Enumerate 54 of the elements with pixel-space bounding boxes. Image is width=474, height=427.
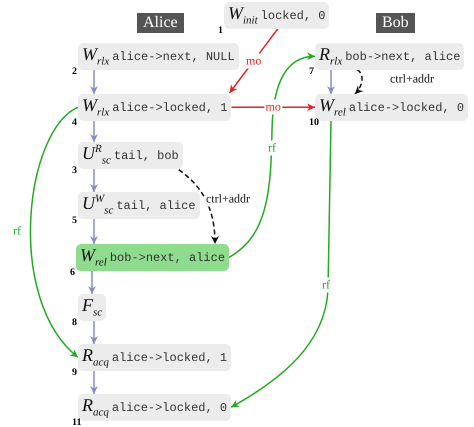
event-arguments: tail, bob bbox=[114, 149, 179, 163]
event-arguments: alice->next, NULL bbox=[112, 50, 235, 64]
event-label: F$_{sc}$ bbox=[82, 295, 102, 319]
event-arguments: bob->next, alice bbox=[110, 251, 226, 265]
arrow bbox=[228, 28, 279, 94]
thread-name: Bob bbox=[382, 14, 409, 32]
edge-label: rf bbox=[321, 278, 331, 292]
arrow bbox=[231, 103, 315, 112]
event-number: 1 bbox=[218, 24, 223, 36]
event-label: R$_{acq}$ bbox=[82, 345, 109, 369]
arrow bbox=[230, 120, 332, 408]
thread-name: Alice bbox=[143, 14, 178, 32]
event-arguments: tail, alice bbox=[116, 199, 196, 213]
arrow bbox=[90, 320, 98, 344]
event-number: 2 bbox=[72, 66, 77, 77]
thread-header bbox=[376, 13, 415, 33]
arrow bbox=[178, 169, 219, 244]
event-label: R$_{rlx}$ bbox=[319, 44, 342, 68]
event-label: W$_{rlx}$ bbox=[82, 95, 110, 119]
event-number: 7 bbox=[309, 66, 314, 77]
arrow bbox=[30, 106, 79, 358]
event-label: W$_{rel}$ bbox=[80, 245, 107, 269]
edge-label: rf bbox=[267, 140, 277, 156]
arrow bbox=[90, 120, 98, 142]
edge-label: ctrl+addr bbox=[204, 192, 252, 206]
edge-label: mo bbox=[245, 53, 262, 68]
event-number: 3 bbox=[72, 164, 77, 176]
arrow bbox=[90, 370, 98, 394]
arrow bbox=[354, 68, 364, 94]
edge-label: mo bbox=[264, 100, 282, 115]
arrow bbox=[90, 70, 98, 94]
arrow bbox=[88, 270, 96, 294]
arrow bbox=[228, 52, 316, 258]
thread-header bbox=[137, 13, 184, 33]
arrow bbox=[90, 168, 98, 192]
arrow bbox=[327, 70, 335, 94]
event-number: 9 bbox=[72, 366, 77, 378]
event-number: 4 bbox=[72, 116, 77, 128]
event-number: 5 bbox=[72, 214, 77, 226]
event-arguments: locked, 0 bbox=[260, 9, 326, 23]
event-number: 6 bbox=[70, 266, 75, 278]
event-label: R$_{acq}$ bbox=[82, 395, 109, 419]
event-number: 8 bbox=[72, 316, 77, 328]
event-arguments: alice->locked, 0 bbox=[348, 101, 464, 115]
event-number: 11 bbox=[72, 416, 82, 427]
event-arguments: alice->locked, 1 bbox=[112, 101, 228, 115]
event-arguments: alice->locked, 1 bbox=[112, 351, 228, 365]
event-arguments: alice->locked, 0 bbox=[112, 401, 228, 415]
arrow bbox=[90, 218, 98, 244]
event-label: W$_{rlx}$ bbox=[82, 44, 110, 68]
event-label: W$_{rel}$ bbox=[319, 95, 346, 119]
event-number: 10 bbox=[309, 116, 319, 128]
event-label: W$_{init}$ bbox=[228, 3, 258, 27]
event-arguments: bob->next, alice bbox=[345, 50, 460, 64]
